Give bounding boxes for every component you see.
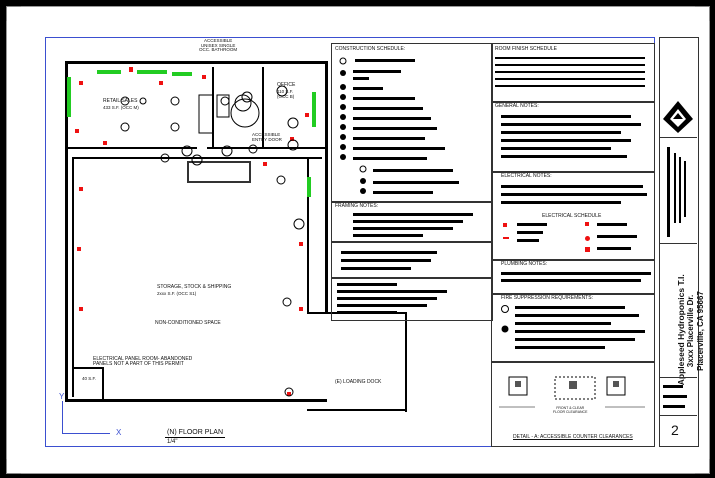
retail-area-label: 433 S.F. (OCC M) xyxy=(103,105,139,110)
axis-x-label: X xyxy=(116,428,122,437)
project-name: Appleseed Hydroponics T.I. xyxy=(675,274,686,386)
small-room-label: 40 S.F. xyxy=(82,376,97,381)
floor-plan-scale: 1/4" xyxy=(167,439,178,445)
office-area-label: 110 S.F. (OCC B) xyxy=(277,89,295,99)
floor-plan-title: (N) FLOOR PLAN xyxy=(167,429,224,436)
construction-schedule-panel xyxy=(331,43,493,203)
non-conditioned-label: NON-CONDITIONED SPACE xyxy=(155,320,221,326)
detail-a-title: DETAIL - A: ACCESSIBLE COUNTER CLEARANCE… xyxy=(513,434,633,440)
axis-y-label: Y xyxy=(59,392,65,401)
project-address: 3xxx Placerville Dr. xyxy=(686,294,695,368)
company-logo-icon xyxy=(663,101,693,133)
firm-info xyxy=(663,147,693,239)
office-label: OFFICE xyxy=(277,82,296,88)
crop-mark xyxy=(695,459,710,474)
counter-detail-icon xyxy=(499,376,645,408)
construction-schedule-title: CONSTRUCTION SCHEDULE: xyxy=(335,46,406,52)
crop-mark xyxy=(695,6,710,21)
electrical-schedule-title: ELECTRICAL SCHEDULE xyxy=(542,213,602,219)
detail-clearance-label: FRONT & CLEAR FLOOR CLEARANCE xyxy=(553,406,588,414)
title-block xyxy=(659,37,699,447)
electrical-panel-label: ELECTRICAL PANEL ROOM- ABANDONED PANELS … xyxy=(93,356,193,367)
schedule-markers-icon xyxy=(339,57,367,194)
fixtures-icon xyxy=(120,85,299,157)
electrical-notes-title: ELECTRICAL NOTES: xyxy=(501,173,552,179)
storage-fixtures-icon xyxy=(160,153,305,397)
general-notes-title: GENERAL NOTES: xyxy=(495,103,539,109)
framing-notes-title: FRAMING NOTES: xyxy=(335,203,379,209)
storage-area-label: 2xxx S.F. (OCC S1) xyxy=(157,291,197,296)
plumbing-notes-title: PLUMBING NOTES: xyxy=(501,261,548,267)
fire-suppression-title: FIRE SUPPRESSION REQUIREMENTS: xyxy=(501,295,593,301)
electrical-notes-panel xyxy=(491,171,655,261)
crop-mark xyxy=(6,459,21,474)
sheet-number: 2 xyxy=(671,422,679,438)
retail-sales-label: RETAIL SALES xyxy=(103,98,138,104)
drawing-sheet: ACCESSIBLE UNISEX SINGLE OCC. BATHROOM R… xyxy=(6,6,710,474)
detail-a-panel xyxy=(491,361,655,447)
entry-door-label: ACCESSIBLE ENTRY DOOR xyxy=(252,132,282,142)
project-city: Placerville, CA 95667 xyxy=(696,291,705,371)
crop-mark xyxy=(6,6,21,21)
general-notes-panel xyxy=(491,101,655,173)
plumbing-notes-panel xyxy=(491,259,655,295)
bathroom-label: ACCESSIBLE UNISEX SINGLE OCC. BATHROOM xyxy=(199,38,238,52)
framing-notes-panel xyxy=(331,201,493,243)
schedule-table xyxy=(331,277,493,321)
storage-label: STORAGE, STOCK & SHIPPING xyxy=(157,284,232,290)
room-finish-title: ROOM FINISH SCHEDULE xyxy=(495,46,557,52)
fire-markers-icon xyxy=(501,305,509,333)
room-finish-panel xyxy=(491,43,655,103)
fire-suppression-panel xyxy=(491,293,655,363)
loading-dock-label: (E) LOADING DOCK xyxy=(335,379,382,385)
